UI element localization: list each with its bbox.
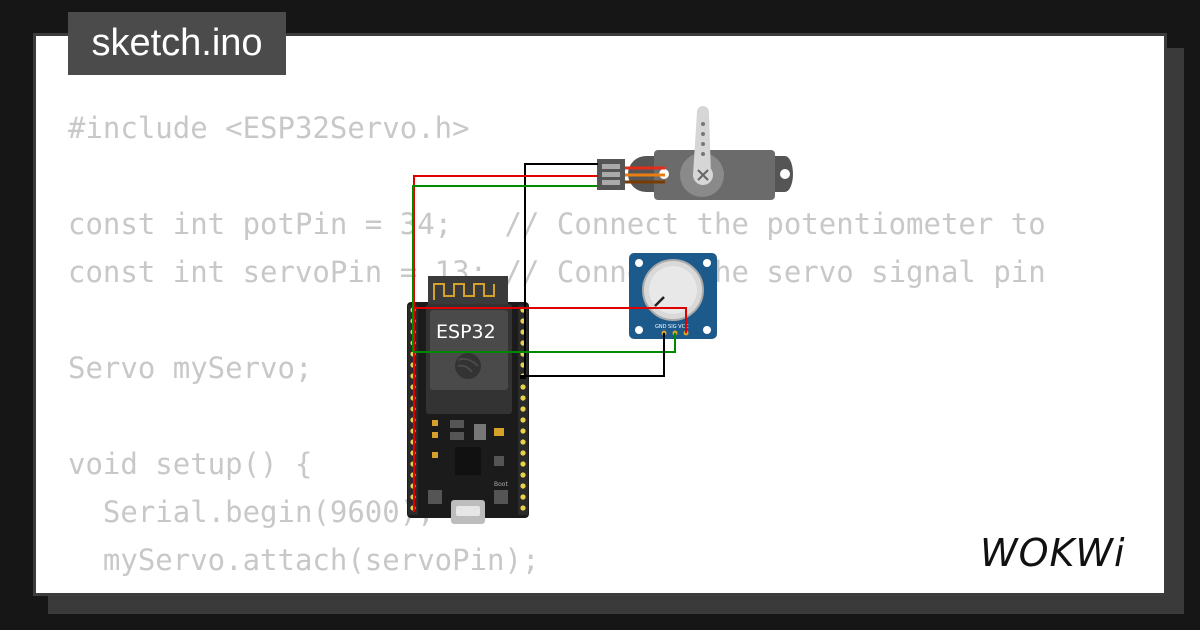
- code-listing: #include <ESP32Servo.h> const int potPin …: [68, 104, 1133, 593]
- en-button[interactable]: [428, 490, 442, 504]
- antenna-area: [428, 276, 508, 306]
- esp32-label: ESP32: [436, 321, 496, 343]
- code-line: void setup() {: [68, 447, 313, 481]
- wire-black-pot[interactable]: [520, 333, 665, 377]
- wire-red-pot[interactable]: [414, 307, 687, 333]
- file-tab[interactable]: sketch.ino: [68, 12, 286, 75]
- code-line: const int potPin = 34; // Connect the po…: [68, 207, 1046, 241]
- servo-horn[interactable]: [693, 106, 711, 175]
- pot-indicator: [654, 296, 665, 307]
- header-pin[interactable]: [520, 428, 526, 434]
- header-pin[interactable]: [520, 461, 526, 467]
- code-line: }: [68, 584, 1133, 593]
- header-pin[interactable]: [520, 472, 526, 478]
- header-pin[interactable]: [520, 439, 526, 445]
- boot-label: Boot: [494, 481, 508, 488]
- wire-green-pot[interactable]: [413, 333, 676, 353]
- header-pin[interactable]: [520, 505, 526, 511]
- chip-usb-uart: [455, 447, 481, 475]
- code-line: Servo myServo;: [68, 351, 313, 385]
- header-pin[interactable]: [520, 450, 526, 456]
- wires: [412, 163, 687, 512]
- code-line: #include <ESP32Servo.h>: [68, 111, 470, 145]
- wire-black-servo[interactable]: [520, 163, 598, 379]
- antenna-trace: [433, 283, 495, 300]
- right-pins: [520, 307, 526, 511]
- header-pin[interactable]: [520, 417, 526, 423]
- potentiometer[interactable]: GND SIG VCC: [629, 253, 717, 339]
- pot-pin-labels: GND SIG VCC: [655, 324, 689, 330]
- header-pin[interactable]: [520, 395, 526, 401]
- header-pin[interactable]: [520, 406, 526, 412]
- wokwi-logo: WOKWi: [980, 531, 1126, 574]
- header-pin[interactable]: [520, 483, 526, 489]
- wokwi-logo-text: WOKWi: [980, 531, 1126, 574]
- servo-screw-icon: [697, 169, 709, 181]
- esp32-board[interactable]: ESP32 Boot: [407, 276, 529, 524]
- code-line: Serial.begin(9600);: [68, 495, 435, 529]
- header-pin[interactable]: [520, 384, 526, 390]
- boot-button[interactable]: [494, 490, 508, 504]
- code-preview-card: #include <ESP32Servo.h> const int potPin …: [33, 33, 1167, 596]
- header-pin[interactable]: [520, 494, 526, 500]
- wire-red-servo[interactable]: [413, 175, 598, 512]
- wire-green-servo[interactable]: [412, 185, 598, 352]
- esp32-shield: [430, 310, 508, 390]
- servo-motor[interactable]: [597, 106, 793, 200]
- code-line: myServo.attach(servoPin);: [68, 543, 540, 577]
